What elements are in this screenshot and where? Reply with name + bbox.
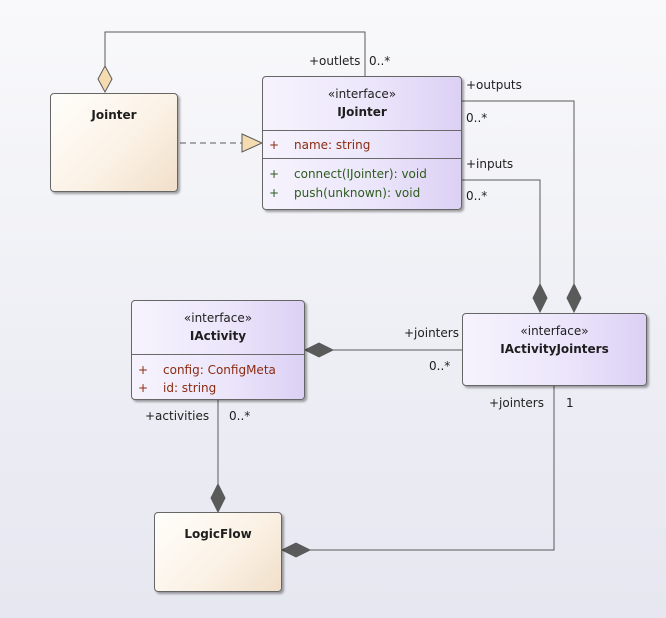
iactivityjointers-stereotype: «interface» bbox=[520, 324, 589, 338]
iactivityjointers-interface[interactable]: «interface» IActivityJointers bbox=[462, 313, 647, 386]
inputs-connector[interactable] bbox=[462, 179, 541, 286]
realization-arrowhead bbox=[241, 133, 264, 153]
outlets-aggregation-diamond bbox=[97, 64, 113, 94]
activity-jointers-composition-diamond bbox=[303, 342, 335, 358]
iactivityjointers-name: IActivityJointers bbox=[500, 342, 609, 356]
ijointer-operation-push[interactable]: + push(unknown): void bbox=[263, 184, 461, 202]
outlets-multiplicity-label: 0..* bbox=[369, 54, 391, 68]
visibility-marker: + bbox=[138, 381, 149, 395]
jointer-class-name: Jointer bbox=[91, 108, 137, 122]
activity-jointers-role-label: +jointers bbox=[404, 326, 459, 340]
visibility-marker: + bbox=[138, 363, 149, 377]
ijointer-operation-connect[interactable]: + connect(IJointer): void bbox=[263, 165, 461, 183]
activity-jointers-multiplicity-label: 0..* bbox=[429, 359, 451, 373]
inputs-multiplicity-label: 0..* bbox=[466, 189, 488, 203]
activities-composition-diamond bbox=[210, 482, 226, 514]
attribute-text: id: string bbox=[163, 381, 217, 395]
iactivity-attributes: + config: ConfigMeta + id: string bbox=[132, 354, 304, 401]
activities-role-label: +activities bbox=[145, 409, 210, 423]
operation-text: push(unknown): void bbox=[294, 186, 421, 200]
logicflow-class[interactable]: LogicFlow bbox=[154, 512, 282, 592]
outlets-connector[interactable] bbox=[104, 31, 366, 78]
visibility-marker: + bbox=[269, 186, 280, 200]
attribute-text: name: string bbox=[294, 138, 371, 152]
visibility-marker: + bbox=[269, 138, 280, 152]
outlets-role-label: +outlets bbox=[309, 54, 361, 68]
logicflow-jointers-connector[interactable] bbox=[310, 386, 555, 551]
ijointer-operations: + connect(IJointer): void + push(unknown… bbox=[263, 158, 461, 211]
outputs-connector[interactable] bbox=[462, 100, 575, 286]
jointer-class[interactable]: Jointer bbox=[50, 93, 178, 192]
outputs-role-label: +outputs bbox=[466, 78, 522, 92]
inputs-composition-diamond bbox=[532, 282, 548, 314]
iactivity-attribute-id[interactable]: + id: string bbox=[132, 379, 304, 397]
logicflow-class-name: LogicFlow bbox=[184, 527, 252, 541]
logicflow-jointers-composition-diamond bbox=[280, 542, 312, 558]
activities-multiplicity-label: 0..* bbox=[229, 409, 251, 423]
logicflow-jointers-multiplicity-label: 1 bbox=[566, 396, 574, 410]
inputs-role-label: +inputs bbox=[466, 157, 514, 171]
logicflow-jointers-role-label: +jointers bbox=[489, 396, 544, 410]
iactivity-stereotype: «interface» bbox=[183, 311, 253, 325]
ijointer-name: IJointer bbox=[337, 105, 387, 119]
outputs-composition-diamond bbox=[566, 282, 582, 314]
attribute-text: config: ConfigMeta bbox=[163, 363, 276, 377]
ijointer-stereotype: «interface» bbox=[327, 87, 397, 101]
iactivity-name: IActivity bbox=[189, 329, 247, 343]
ijointer-attributes: + name: string bbox=[263, 130, 461, 159]
operation-text: connect(IJointer): void bbox=[294, 167, 427, 181]
visibility-marker: + bbox=[269, 167, 280, 181]
iactivity-interface[interactable]: «interface» IActivity + config: ConfigMe… bbox=[131, 300, 305, 400]
ijointer-attribute-name[interactable]: + name: string bbox=[263, 136, 461, 154]
ijointer-interface[interactable]: «interface» IJointer + name: string + co… bbox=[262, 76, 462, 210]
iactivity-attribute-config[interactable]: + config: ConfigMeta bbox=[132, 361, 304, 379]
outputs-multiplicity-label: 0..* bbox=[466, 111, 488, 125]
